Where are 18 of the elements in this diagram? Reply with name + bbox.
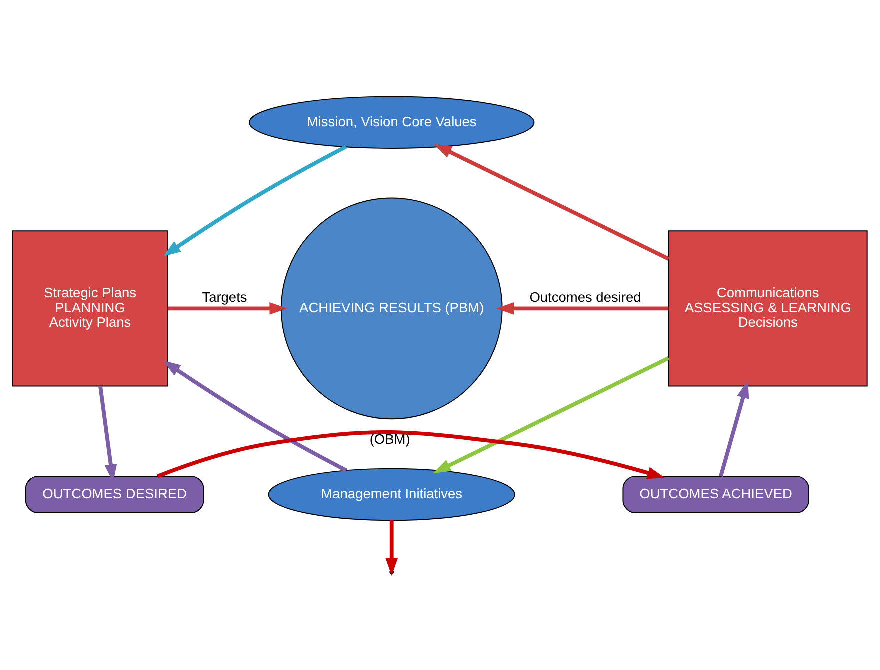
arrow (168, 302, 288, 314)
node-box: Communications ASSESSING & LEARNING Decisions (668, 230, 868, 386)
node-ellipse: Management Initiatives (268, 468, 516, 521)
arrow (433, 356, 670, 474)
arrow (157, 430, 666, 479)
node-circle: ACHIEVING RESULTS (PBM) (280, 197, 503, 420)
arrow (163, 144, 347, 256)
node-box: Strategic Plans PLANNING Activity Plans (12, 230, 168, 386)
arrow (434, 144, 670, 260)
arrow (496, 302, 669, 314)
edge-label: Targets (202, 290, 248, 305)
arrow (719, 380, 750, 477)
arrow (163, 360, 348, 472)
node-box: OUTCOMES ACHIEVED (622, 476, 810, 513)
node-box: OUTCOMES DESIRED (25, 476, 204, 513)
edge-label: Outcomes desired (530, 290, 642, 305)
node-ellipse: Mission, Vision Core Values (249, 96, 535, 148)
edge-label: (OBM) (370, 432, 410, 447)
